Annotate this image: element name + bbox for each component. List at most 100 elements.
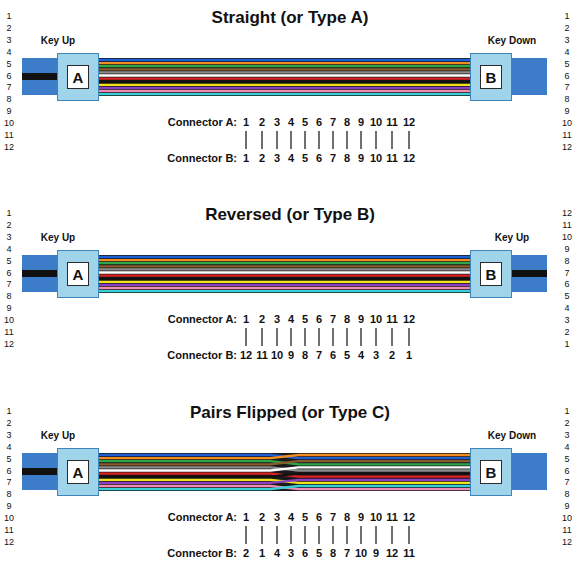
fiber-position-number: 5 [564, 60, 569, 70]
fiber-position-number: 6 [6, 269, 11, 279]
mapping-bar [375, 526, 376, 544]
mapping-bar [332, 526, 333, 544]
fiber-position-number: 5 [564, 455, 569, 465]
fiber-position-number: 2 [564, 24, 569, 34]
connector-row-label: Connector A: [168, 313, 237, 325]
fiber-position-number: 10 [562, 514, 572, 524]
pin-number: 3 [373, 349, 379, 361]
key-orientation: Key Up [41, 35, 75, 46]
fiber-strand [99, 84, 470, 86]
cable-boot [22, 453, 547, 490]
pin-number: 4 [288, 116, 294, 128]
fiber-position-number: 7 [6, 83, 11, 93]
connector-box: A [57, 250, 99, 298]
pin-number: 9 [373, 547, 379, 559]
section-title: Pairs Flipped (or Type C) [190, 404, 390, 423]
fiber-strand [99, 265, 470, 267]
fiber-position-number: 9 [6, 304, 11, 314]
pin-number: 10 [355, 547, 367, 559]
pin-number: 10 [370, 116, 382, 128]
connector-row-label: Connector B: [167, 152, 237, 164]
fiber-strand [99, 256, 470, 258]
fiber-position-number: 4 [6, 245, 11, 255]
pin-number: 10 [271, 349, 283, 361]
key-stripe [22, 270, 58, 277]
key-orientation: Key Up [41, 232, 75, 243]
pin-number: 8 [344, 152, 350, 164]
fiber-ribbon [99, 453, 470, 491]
mapping-bar [346, 526, 347, 544]
pin-number: 9 [358, 313, 364, 325]
pin-number: 8 [344, 116, 350, 128]
pin-number: 4 [288, 511, 294, 523]
fiber-position-number: 7 [564, 269, 569, 279]
mapping-bar [360, 131, 361, 149]
cable-boot [22, 58, 58, 95]
pin-number: 12 [386, 547, 398, 559]
connector-box: B [470, 448, 512, 496]
fiber-strand [99, 284, 470, 286]
fiber-position-number: 3 [6, 36, 11, 46]
fiber-strand [99, 486, 470, 489]
key-stripe [22, 73, 58, 80]
fiber-position-number: 8 [564, 490, 569, 500]
fiber-position-number: 1 [6, 12, 11, 22]
pin-number: 9 [358, 116, 364, 128]
fiber-position-number: 3 [6, 233, 11, 243]
pin-number: 3 [274, 511, 280, 523]
fiber-position-number: 12 [562, 209, 572, 219]
fiber-position-number: 1 [564, 340, 569, 350]
fiber-position-number: 10 [4, 316, 14, 326]
pin-number: 11 [386, 152, 398, 164]
pin-number: 2 [243, 547, 249, 559]
cable-boot [22, 453, 58, 490]
fiber-position-number: 2 [6, 24, 11, 34]
cable-boot [511, 453, 547, 490]
cable-boot [22, 255, 58, 292]
fiber-strand [99, 278, 470, 280]
fiber-position-number: 10 [4, 119, 14, 129]
mapping-bar [245, 328, 246, 346]
fiber-strand [99, 455, 470, 458]
fiber-position-number: 8 [6, 490, 11, 500]
connector-letter: A [67, 460, 89, 484]
mapping-bar [290, 526, 291, 544]
mapping-bar [318, 328, 319, 346]
pin-number: 8 [344, 511, 350, 523]
fiber-position-number: 5 [6, 257, 11, 267]
fiber-strand [99, 281, 470, 283]
fiber-position-number: 9 [564, 502, 569, 512]
fiber-strand [99, 486, 470, 489]
connector-box: B [470, 250, 512, 298]
fiber-position-number: 8 [6, 292, 11, 302]
fiber-position-number: 2 [6, 419, 11, 429]
mapping-bar [276, 131, 277, 149]
pin-number: 6 [302, 547, 308, 559]
fiber-position-number: 7 [6, 478, 11, 488]
mapping-bar [408, 328, 409, 346]
pin-number: 5 [302, 313, 308, 325]
pin-number: 4 [274, 547, 280, 559]
pin-number: 11 [403, 547, 415, 559]
fiber-position-number: 11 [562, 131, 571, 141]
fiber-strand [99, 461, 470, 464]
fiber-position-number: 4 [6, 48, 11, 58]
pin-number: 5 [302, 116, 308, 128]
mapping-bar [304, 328, 305, 346]
mapping-bar [304, 131, 305, 149]
fiber-position-number: 8 [6, 95, 11, 105]
pin-number: 4 [288, 152, 294, 164]
fiber-strand [99, 81, 470, 83]
mapping-bar [245, 526, 246, 544]
pin-number: 9 [288, 349, 294, 361]
fiber-position-number: 10 [4, 514, 14, 524]
connector-row-label: Connector B: [167, 547, 237, 559]
pin-number: 2 [259, 152, 265, 164]
key-stripe [511, 270, 547, 277]
fiber-position-number: 8 [564, 257, 569, 267]
pin-number: 10 [370, 152, 382, 164]
pin-number: 1 [243, 152, 249, 164]
pin-number: 9 [358, 511, 364, 523]
pin-number: 1 [243, 511, 249, 523]
pin-number: 11 [386, 511, 398, 523]
